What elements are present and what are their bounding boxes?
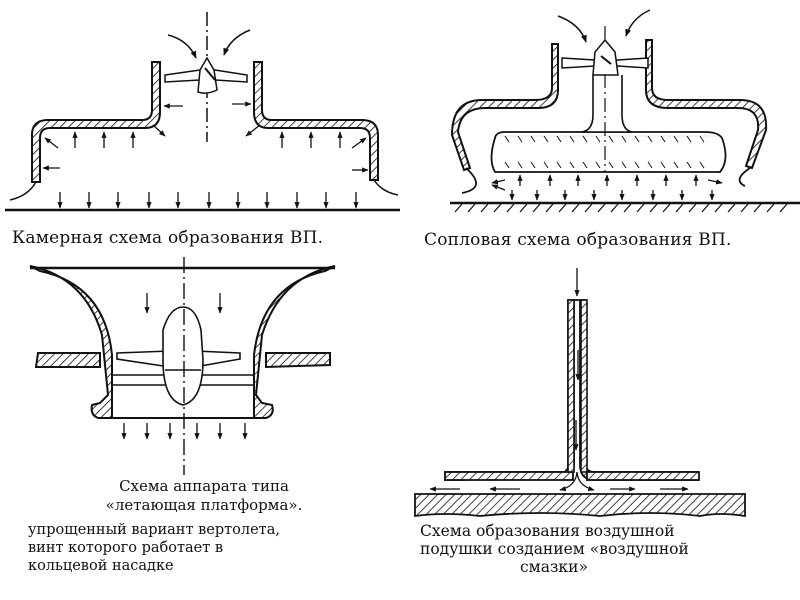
intake-arrow-left (557, 15, 587, 43)
air-lubrication-caption: Схема образования воздушной подушки созд… (420, 522, 750, 576)
ground-arrows (57, 192, 359, 209)
hull-wall-right (253, 61, 379, 181)
skirt-hook-right (738, 167, 751, 187)
inner-body-hatch (504, 135, 705, 169)
outer-shell-right (645, 39, 768, 170)
intake-arrow-right (625, 9, 651, 37)
pressure-arrow (152, 124, 166, 137)
note-line: упрощенный вариант вертолета, (28, 522, 280, 538)
air-lubrication-panel: Схема образования воздушной подушки созд… (400, 260, 800, 600)
caption-line: смазки» (520, 558, 588, 576)
flying-platform-diagram (29, 257, 336, 475)
caption-line: Схема аппарата типа (119, 477, 289, 495)
chamber-scheme-caption: Камерная схема образования ВП. (12, 228, 324, 248)
ground-surface (414, 493, 746, 518)
hull-wall-left (31, 61, 161, 183)
nozzle-scheme-caption: Сопловая схема образования ВП. (424, 230, 732, 250)
tube-wall-right (574, 299, 699, 481)
caption-line: подушки созданием «воздушной (420, 540, 689, 558)
flange-right (265, 352, 331, 369)
caption-line: «летающая платформа». (105, 496, 303, 514)
flow-arrows (121, 293, 248, 440)
tube-right (580, 299, 588, 473)
chamber-scheme-diagram (5, 12, 400, 212)
tube-wall-left (444, 299, 575, 481)
cushion-arrows (491, 174, 723, 201)
note-line: винт которого работает в (28, 540, 224, 556)
note-line: кольцевой насадке (28, 558, 174, 574)
flange-left (34, 352, 101, 368)
plate-left (444, 471, 574, 481)
duct-wall-right (253, 265, 336, 419)
pressure-arrow (44, 137, 59, 149)
nozzle-scheme-panel: Сопловая схема образования ВП. (400, 0, 800, 250)
tube-left (567, 299, 575, 473)
nozzle-scheme-diagram (450, 9, 800, 213)
propeller-icon (116, 306, 241, 406)
caption-line: Схема образования воздушной (420, 522, 675, 540)
ground-hatch (454, 203, 788, 213)
ceiling-arrows (72, 131, 343, 148)
skirt-hook-left (461, 167, 477, 194)
propeller-stem (581, 75, 633, 133)
propeller-icon (164, 56, 248, 94)
flow-arrows (429, 268, 689, 492)
skirt-curve-left (9, 181, 37, 201)
plate-right (586, 471, 700, 481)
skirt-curve-right (373, 179, 399, 196)
duct-wall-left (29, 265, 113, 419)
outer-shell-left (450, 43, 559, 172)
inner-body (490, 131, 727, 173)
flying-platform-caption: Схема аппарата типа «летающая платформа»… (84, 477, 324, 515)
intake-arrow-left (167, 34, 197, 59)
air-lubrication-diagram (414, 268, 746, 518)
chamber-scheme-panel: Камерная схема образования ВП. (0, 0, 400, 250)
pressure-arrow (351, 137, 367, 149)
flying-platform-note: упрощенный вариант вертолета, винт котор… (28, 521, 280, 575)
propeller-icon (561, 38, 649, 76)
intake-arrow-right (223, 29, 251, 56)
pressure-arrow (245, 124, 261, 137)
flying-platform-panel: Схема аппарата типа «летающая платформа»… (0, 255, 400, 600)
